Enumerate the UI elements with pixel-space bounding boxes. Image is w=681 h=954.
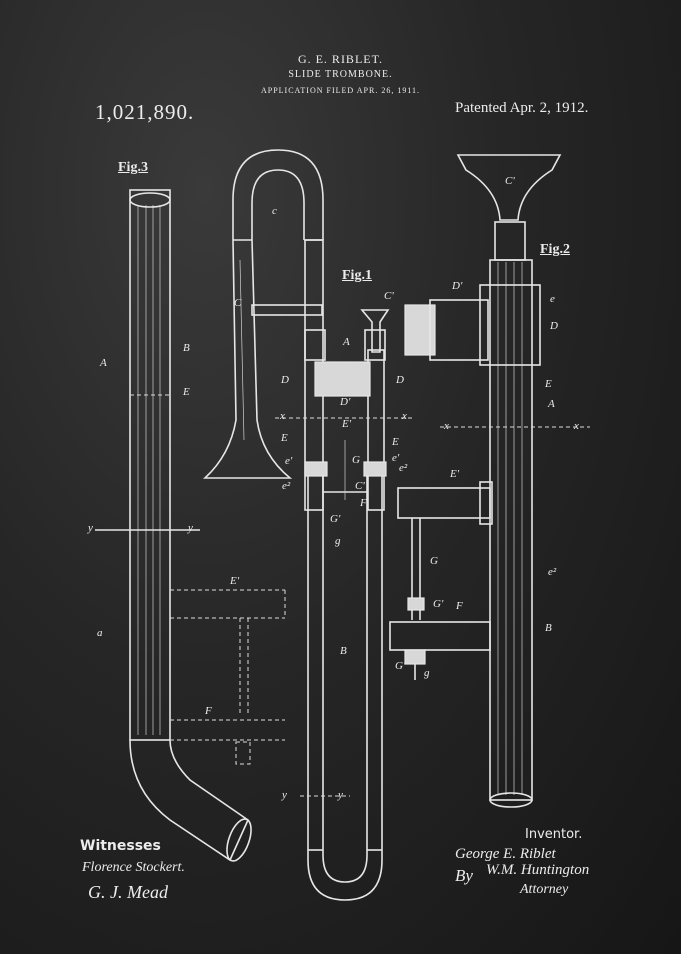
witness-signature-2: G. J. Mead [88, 882, 168, 902]
label-C1-fig2: C' [505, 175, 515, 187]
fig1-caption: Fig.1 [342, 268, 372, 283]
patent-title: SLIDE TROMBONE. [288, 69, 393, 80]
label-E1-fig1: E' [342, 418, 352, 430]
patented-date: Patented Apr. 2, 1912. [455, 100, 589, 116]
label-G1-fig1: G' [330, 513, 341, 525]
label-c-lower: c [272, 205, 277, 217]
fig1-drawing [202, 149, 415, 901]
label-G-fig2: G [430, 555, 438, 567]
label-e2-left: e² [282, 480, 291, 492]
label-B-fig2: B [545, 622, 552, 634]
label-D1-fig1: D' [340, 396, 351, 408]
label-x-left-fig2: x [444, 420, 449, 432]
attorney-role: Attorney [520, 882, 569, 897]
label-y-right: y [188, 522, 193, 534]
attorney-by: By [455, 866, 473, 885]
label-E-right: E [392, 436, 399, 448]
witness-signature-1: Florence Stockert. [82, 860, 185, 875]
label-e1-left: e' [285, 455, 293, 467]
label-E1-fig2: E' [450, 468, 460, 480]
label-E-fig3: E [183, 386, 190, 398]
label-e1-right: e' [392, 452, 400, 464]
witnesses-heading: Witnesses [80, 838, 161, 854]
label-C: C [234, 297, 242, 309]
patent-number: 1,021,890. [95, 100, 195, 124]
label-g-fig2: g [424, 667, 430, 679]
label-F-fig2: F [456, 600, 463, 612]
label-x-right-fig2: x [574, 420, 579, 432]
label-y-left-fig1: y [282, 789, 287, 801]
label-a: a [97, 627, 103, 639]
label-C1-lower: C' [355, 480, 365, 492]
label-x-left-fig1: x [280, 410, 285, 422]
label-G1-lower-fig2: G' [395, 660, 406, 672]
label-e2-right: e² [399, 462, 408, 474]
fig3-caption: Fig.3 [118, 160, 148, 175]
inventor-signature: George E. Riblet [455, 846, 556, 862]
label-B-fig1: B [340, 645, 347, 657]
label-g-fig1: g [335, 535, 341, 547]
inventor-heading: Inventor. [525, 827, 583, 842]
label-A-fig2: A [548, 398, 555, 410]
label-A-fig1: A [343, 336, 350, 348]
fig2-caption: Fig.2 [540, 242, 570, 257]
label-B-fig3: B [183, 342, 190, 354]
label-E-fig2: E [545, 378, 552, 390]
label-e2-fig2: e² [548, 566, 557, 578]
label-F-fig3: F [205, 705, 212, 717]
label-D1-fig2: D' [452, 280, 463, 292]
label-D-fig2: D [550, 320, 558, 332]
application-filed: APPLICATION FILED APR. 26, 1911. [260, 86, 421, 95]
label-G1-fig2: G' [433, 598, 444, 610]
label-E1-fig3: E' [230, 575, 240, 587]
label-G-fig1: G [352, 454, 360, 466]
label-E-left: E [281, 432, 288, 444]
label-y-right-fig1: y [338, 789, 343, 801]
label-A-fig3: A [100, 357, 107, 369]
inventor-name: G. E. RIBLET. [297, 52, 384, 66]
label-D-right: D [396, 374, 404, 386]
fig3-drawing [95, 189, 286, 862]
attorney-signature: W.M. Huntington [486, 862, 590, 878]
label-y-left: y [88, 522, 93, 534]
label-e-fig2: e [550, 293, 555, 305]
label-D-left: D [281, 374, 289, 386]
label-x-right-fig1: x [402, 410, 407, 422]
label-C1: C' [384, 290, 394, 302]
fig2-drawing [389, 154, 590, 808]
label-F-fig1: F [360, 497, 367, 509]
